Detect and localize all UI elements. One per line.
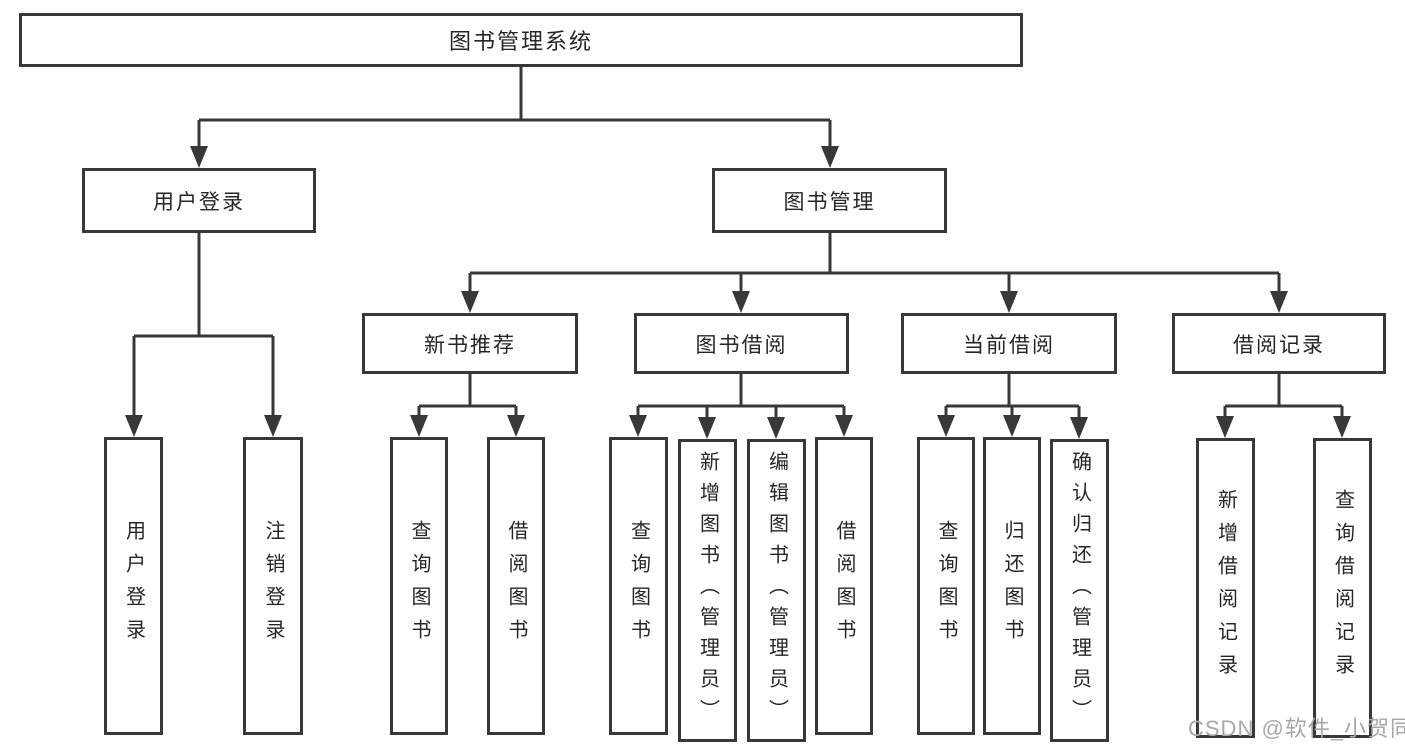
edge-new-book-recommend-to-leaves: [410, 374, 525, 437]
leaf-edit-book-admin: 编辑图书（管理员）: [747, 439, 806, 742]
leaf-borrow-book-1-label: 借阅图书: [505, 520, 527, 652]
leaf-borrow-book-2-label: 借阅图书: [833, 520, 855, 652]
node-user-login-label: 用户登录: [153, 190, 245, 214]
leaf-query-borrow-record-label: 查询借阅记录: [1331, 489, 1354, 687]
edge-book-mgmt-to-modules: [461, 233, 1288, 313]
leaf-edit-book-admin-label: 编辑图书（管理员）: [765, 451, 788, 730]
leaf-add-book-admin: 新增图书（管理员）: [678, 439, 737, 742]
edge-user-login-to-leaves: [125, 233, 282, 437]
leaf-logout-label: 注销登录: [262, 520, 284, 652]
node-new-book-recommend-label: 新书推荐: [424, 333, 516, 357]
leaf-user-login: 用户登录: [104, 437, 163, 735]
leaf-return-book-label: 归还图书: [1001, 520, 1023, 652]
leaf-return-book: 归还图书: [983, 437, 1041, 735]
node-current-borrow-label: 当前借阅: [963, 333, 1055, 357]
leaf-add-borrow-record-label: 新增借阅记录: [1214, 489, 1237, 687]
leaf-query-borrow-record: 查询借阅记录: [1313, 438, 1372, 738]
leaf-add-borrow-record: 新增借阅记录: [1196, 438, 1255, 738]
node-borrow-record-label: 借阅记录: [1233, 333, 1325, 357]
leaf-query-book-2: 查询图书: [609, 437, 668, 735]
leaf-confirm-return-admin: 确认归还（管理员）: [1050, 439, 1109, 742]
node-current-borrow: 当前借阅: [901, 313, 1117, 374]
node-library-system-label: 图书管理系统: [448, 29, 593, 54]
edge-current-borrow-to-leaves: [937, 374, 1088, 439]
leaf-query-book-1-label: 查询图书: [408, 520, 430, 652]
node-new-book-recommend: 新书推荐: [362, 313, 578, 374]
leaf-borrow-book-2: 借阅图书: [815, 437, 873, 735]
node-library-system: 图书管理系统: [19, 13, 1023, 67]
leaf-add-book-admin-label: 新增图书（管理员）: [696, 451, 719, 730]
node-user-login: 用户登录: [82, 168, 316, 233]
leaf-query-book-3-label: 查询图书: [935, 520, 957, 652]
edge-borrow-record-to-leaves: [1216, 374, 1351, 438]
leaf-logout: 注销登录: [243, 437, 303, 735]
leaf-user-login-label: 用户登录: [122, 520, 145, 652]
node-book-management: 图书管理: [712, 168, 947, 233]
leaf-query-book-1: 查询图书: [390, 437, 448, 735]
leaf-confirm-return-admin-label: 确认归还（管理员）: [1068, 451, 1091, 730]
leaf-borrow-book-1: 借阅图书: [487, 437, 545, 735]
node-book-borrow-label: 图书借阅: [695, 333, 788, 357]
edge-root-to-branches: [190, 67, 839, 168]
leaf-query-book-3: 查询图书: [917, 437, 975, 735]
node-borrow-record: 借阅记录: [1172, 313, 1386, 374]
leaf-query-book-2-label: 查询图书: [627, 520, 650, 652]
node-book-management-label: 图书管理: [783, 190, 876, 214]
node-book-borrow: 图书借阅: [634, 313, 849, 374]
edge-book-borrow-to-leaves: [629, 374, 853, 439]
